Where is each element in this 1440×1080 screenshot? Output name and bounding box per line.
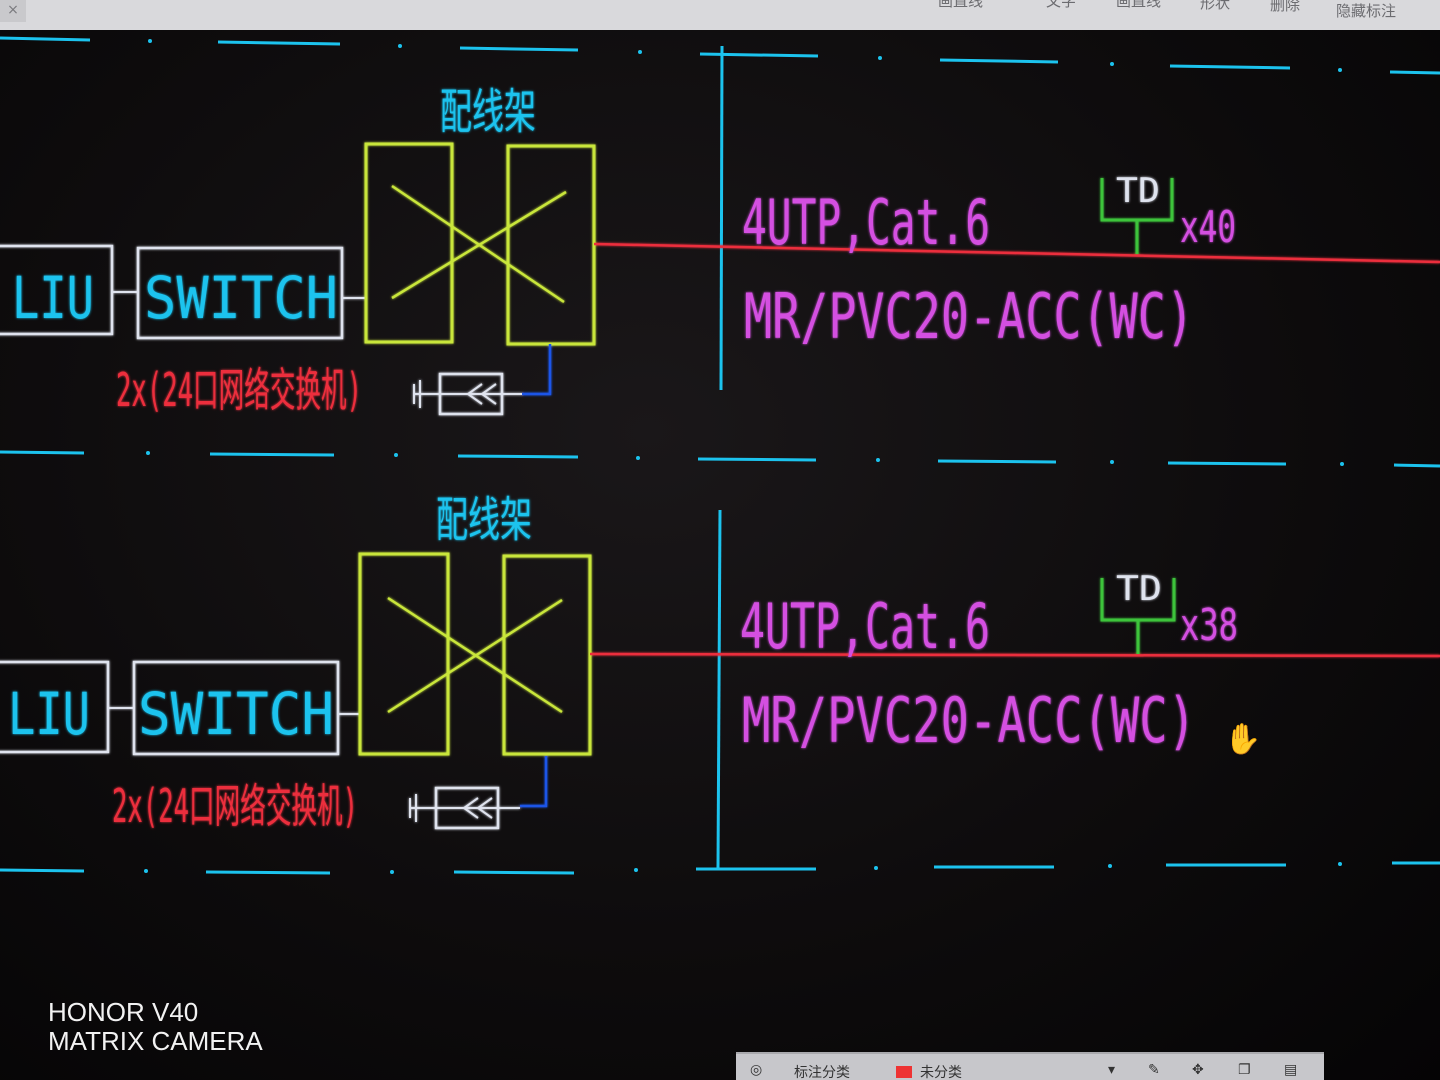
close-tab-icon[interactable]: × [0,0,26,22]
top-toolbar: × 画直线 文字 画直线 形状 删除 隐藏标注 [0,0,1440,30]
liu-box[interactable] [0,244,114,336]
outlet-count: x40 [1180,202,1236,253]
watermark-line-1: HONOR V40 [48,997,199,1027]
annotation-toolbar: ◎ 标注分类 未分类 ▾ ✎ ✥ ❐ ▤ [736,1052,1324,1080]
cable-run[interactable] [589,652,1440,658]
hand-cursor-icon: ✋ [1224,722,1262,757]
edit-icon[interactable]: ✎ [1148,1062,1160,1078]
toolbar-item-draw-line[interactable]: 画直线 [938,0,984,10]
conduit-spec: MR/PVC20-ACC(WC) [744,280,1194,353]
outlet-count: x38 [1180,600,1238,651]
crossover-line [391,184,565,304]
patch-panel-right[interactable] [506,144,596,346]
copy-icon[interactable]: ❐ [1238,1062,1251,1078]
room-boundary-lines [0,36,1440,875]
room-boundary-dots [144,39,1344,874]
layers-icon[interactable]: ◎ [750,1062,763,1078]
annotation-category-label: 标注分类 [794,1065,850,1080]
paste-icon[interactable]: ▤ [1284,1062,1298,1078]
switch-box[interactable] [136,246,344,340]
watermark-line-2: MATRIX CAMERA [48,1026,263,1056]
outlet-label: TD [1116,171,1160,211]
outlet-label: TD [1116,569,1162,609]
switch-label: SWITCH [138,680,334,748]
switch-note: 2x(24口网络交换机) [116,363,362,417]
switch-box[interactable] [132,660,340,756]
chevron-down-icon[interactable]: ▾ [1108,1062,1116,1078]
toolbar-item-delete[interactable]: 删除 [1270,0,1301,14]
crossover-line [387,598,563,714]
category-select[interactable]: 未分类 [920,1065,962,1080]
cable-spec: 4UTP,Cat.6 [740,590,990,663]
conduit-spec: MR/PVC20-ACC(WC) [742,684,1196,757]
ground-wire [520,756,548,808]
patch-panel-label: 配线架 [436,492,532,548]
cable-spec: 4UTP,Cat.6 [742,186,990,259]
ground-wire [522,344,552,396]
toolbar-item-shape[interactable]: 形状 [1200,0,1231,12]
toolbar-item-hide-annotation[interactable]: 隐藏标注 [1336,2,1397,20]
move-icon[interactable]: ✥ [1192,1062,1204,1078]
switch-label: SWITCH [144,264,338,332]
patch-panel-label: 配线架 [440,84,536,140]
liu-label: LIU [12,264,94,332]
patch-panel-left[interactable] [358,552,450,756]
patch-panel-left[interactable] [364,142,454,344]
toolbar-item-text[interactable]: 文字 [1046,0,1077,10]
patch-panel-right[interactable] [502,554,592,756]
cable-run[interactable] [593,242,1440,264]
rack-section-1: 配线架 LIU SWITCH 2x(24口网络交换机) 4UTP,Cat.6 M… [0,84,1440,417]
toolbar-item-line[interactable]: 画直线 [1116,0,1162,10]
category-color-swatch [896,1066,912,1078]
liu-label: LIU [8,680,90,748]
crossover-line [391,190,567,300]
rack-section-2: 配线架 LIU SWITCH 2x(24口网络交换机) 4UTP,Cat.6 M… [0,492,1440,833]
camera-watermark: HONOR V40 MATRIX CAMERA [48,998,263,1056]
switch-note: 2x(24口网络交换机) [112,779,358,833]
